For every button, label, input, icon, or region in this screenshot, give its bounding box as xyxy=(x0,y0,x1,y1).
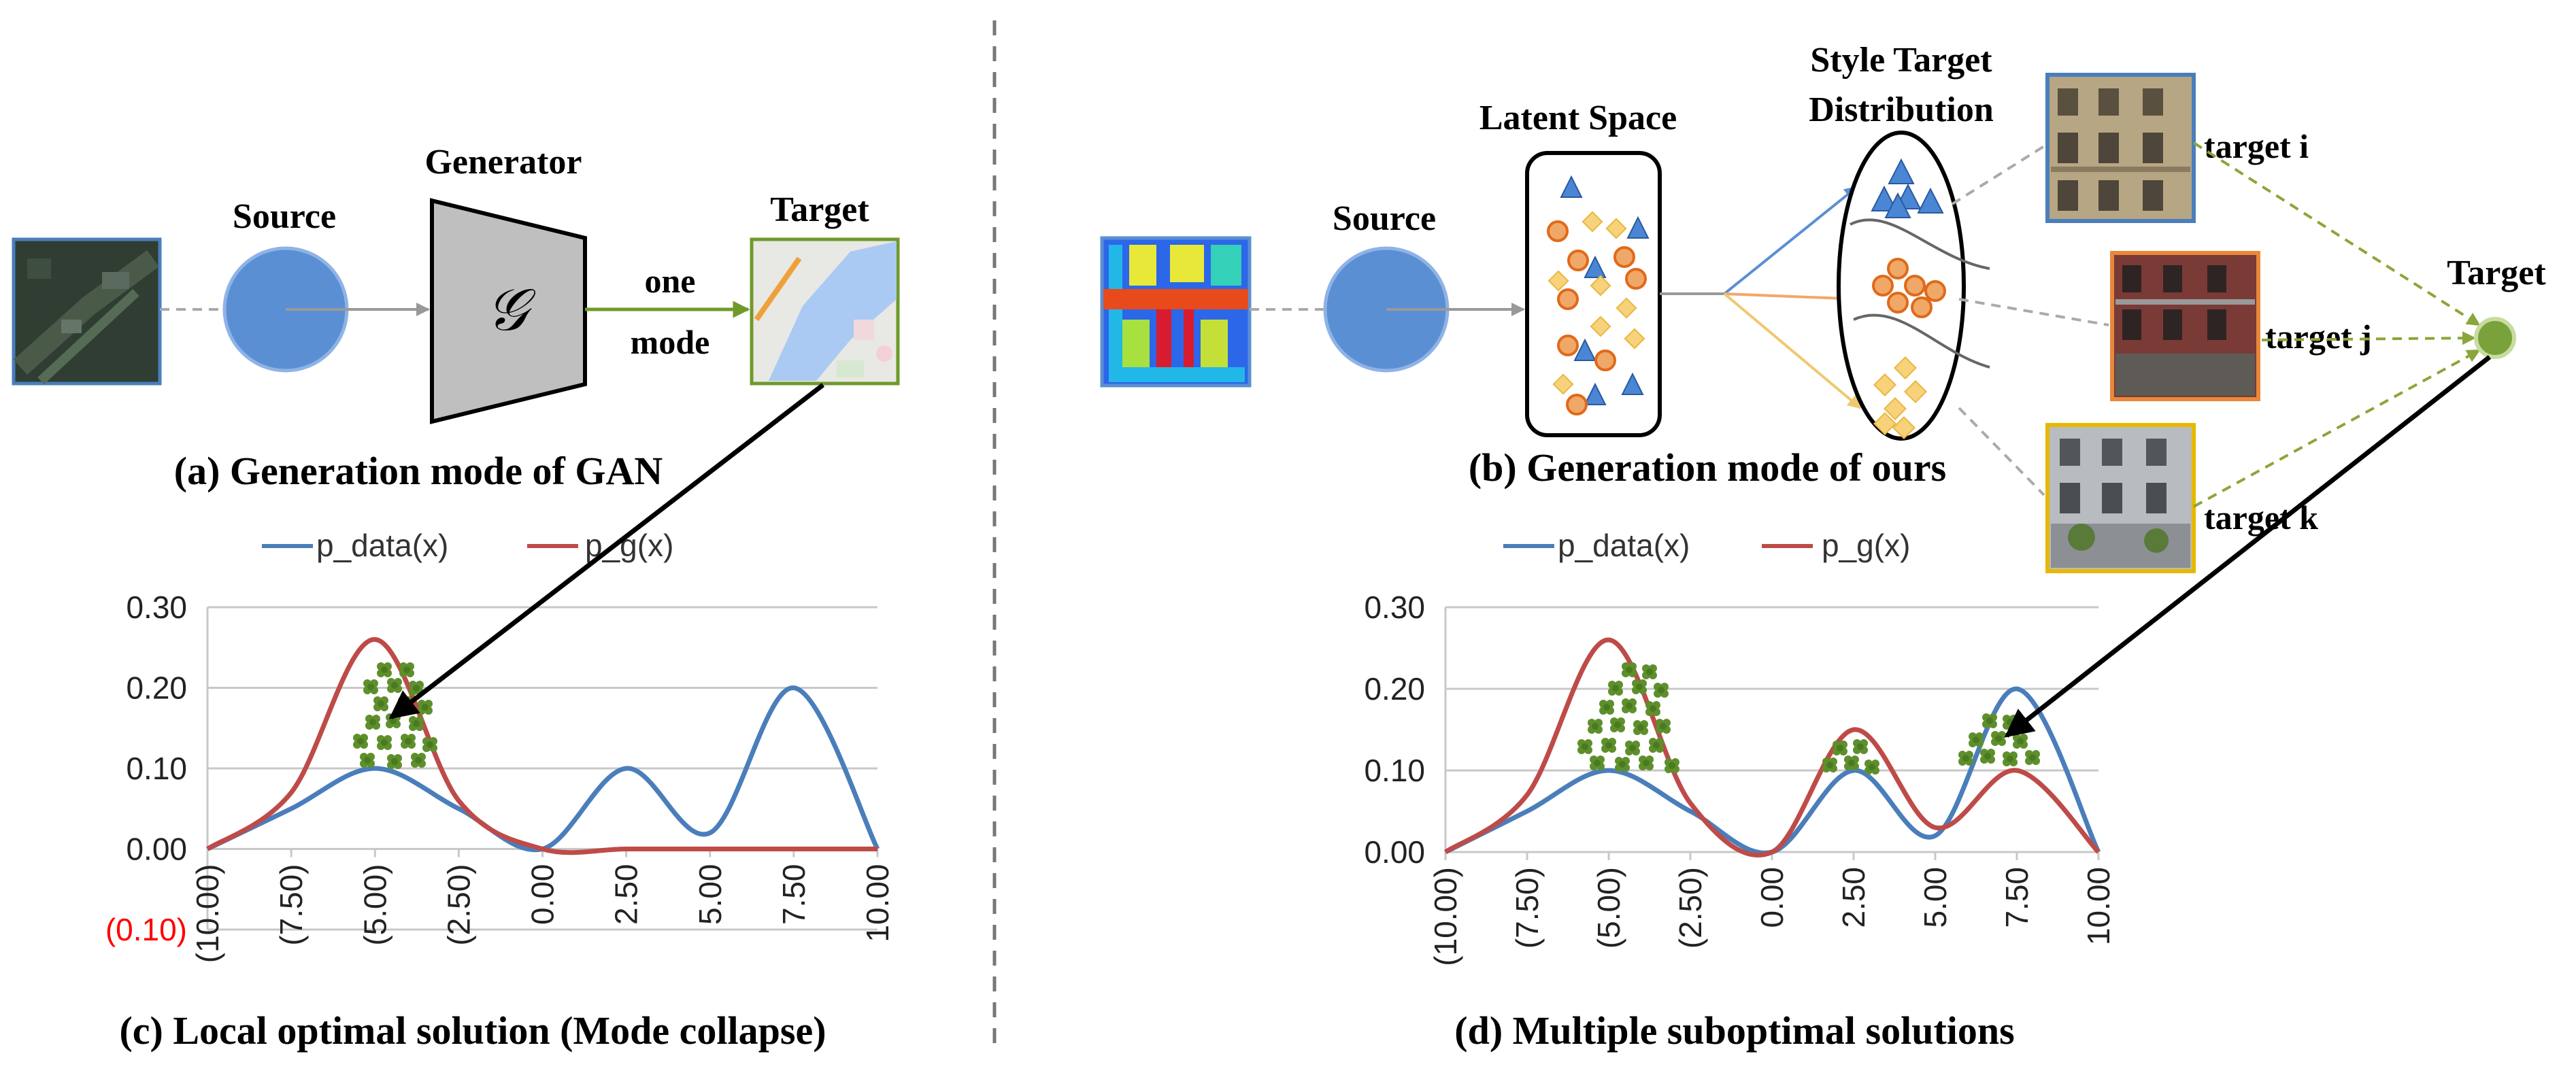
target-to-mode-arrow xyxy=(2004,355,2492,738)
triangle-marker xyxy=(1560,175,1583,198)
building-photo-i xyxy=(2045,73,2196,223)
circle-marker xyxy=(1547,220,1569,242)
y-ticks-c: 0.30 0.20 0.10 0.00 (0.10) xyxy=(105,590,187,947)
x-ticks-c: (10.00) (7.50) (5.00) (2.50) 0.00 2.50 5.00 7.5… xyxy=(190,864,895,964)
building-photo-k xyxy=(2045,423,2196,573)
x-tick-label: 10.00 xyxy=(860,864,895,942)
x-tick-label: (10.00) xyxy=(190,864,225,964)
y-tick-label: 0.20 xyxy=(126,670,187,706)
x-tick-label: 7.50 xyxy=(776,864,812,925)
legend-c: p_data(x) p_g(x) xyxy=(262,528,673,563)
panel-a: Source Generator 𝒢 one mode Target (a) G… xyxy=(12,143,900,493)
legend-d: p_data(x) p_g(x) xyxy=(1503,528,1910,563)
series-d xyxy=(1443,637,2101,857)
green-arrow-i xyxy=(2192,141,2481,326)
target-i-label: target i xyxy=(2204,127,2309,165)
generator-label: Generator xyxy=(424,143,582,182)
caption-a: (a) Generation mode of GAN xyxy=(174,449,663,493)
series-line-p-data xyxy=(206,685,880,853)
legend-label-p-g-d: p_g(x) xyxy=(1822,528,1910,563)
x-tick-label: (7.50) xyxy=(273,864,309,946)
caption-d: (d) Multiple suboptimal solutions xyxy=(1454,1008,2014,1053)
clover-cluster-d1 xyxy=(1577,662,1679,773)
x-tick-label: (5.00) xyxy=(1591,867,1626,949)
generator-trapezoid xyxy=(430,198,587,424)
x-tick-label: 5.00 xyxy=(1918,867,1953,928)
y-ticks-d: 0.30 0.20 0.10 0.00 xyxy=(1364,590,1425,870)
target-label: Target xyxy=(770,190,869,229)
latent-label: Latent Space xyxy=(1479,99,1677,137)
series-line-p-g xyxy=(206,636,877,855)
y-tick-label: 0.10 xyxy=(126,751,187,786)
green-arrow-j xyxy=(2261,331,2476,345)
map-thumbnail xyxy=(750,237,900,386)
building-photo-j xyxy=(2110,251,2260,401)
edge-label-one: one xyxy=(645,262,696,300)
series-line-p-data xyxy=(1444,686,2101,855)
x-ticks-d: (10.00) (7.50) (5.00) (2.50) 0.00 2.50 5.00 7.5… xyxy=(1428,867,2116,966)
panel-b: Source Latent Space xyxy=(1100,41,2546,573)
legend-label-p-data: p_data(x) xyxy=(316,528,448,563)
style-label-line2: Distribution xyxy=(1809,90,1994,129)
chart-d: p_data(x) p_g(x) 0.30 0.20 0.10 0.00 (10.00… xyxy=(1364,528,2116,1053)
source-label-b: Source xyxy=(1333,199,1436,238)
legend-label-p-data-d: p_data(x) xyxy=(1558,528,1690,563)
x-tick-label: (10.00) xyxy=(1428,867,1463,966)
x-tick-label: 7.50 xyxy=(1999,867,2035,928)
x-tick-label: (2.50) xyxy=(441,864,476,946)
x-tick-label: 2.50 xyxy=(1836,867,1871,928)
connector-target-j xyxy=(1958,298,2109,326)
x-tick-label: (5.00) xyxy=(357,864,392,946)
map-to-mode-arrow xyxy=(388,383,825,719)
caption-c: (c) Local optimal solution (Mode collaps… xyxy=(119,1008,826,1053)
series-c xyxy=(206,636,880,855)
source-label: Source xyxy=(233,197,336,236)
fan-arrow-yellow xyxy=(1723,292,1862,409)
x-tick-label: 5.00 xyxy=(692,864,728,925)
edge-label-mode: mode xyxy=(631,323,710,361)
series-line-p-g xyxy=(1443,637,2101,857)
satellite-thumbnail xyxy=(12,237,162,386)
connector-target-i xyxy=(1951,145,2045,205)
target-j-label: target j xyxy=(2265,318,2372,356)
y-tick-label: 0.00 xyxy=(126,832,187,867)
style-label-line1: Style Target xyxy=(1810,41,1992,80)
x-tick-label: (2.50) xyxy=(1673,867,1708,949)
circle-cluster xyxy=(1872,258,1946,318)
target-label-b: Target xyxy=(2447,254,2546,292)
caption-b: (b) Generation mode of ours xyxy=(1469,445,1946,490)
y-tick-label: 0.10 xyxy=(1364,753,1425,788)
x-tick-label: (7.50) xyxy=(1509,867,1545,949)
y-tick-label: 0.20 xyxy=(1364,671,1425,707)
y-tick-label: (0.10) xyxy=(105,912,187,947)
fan-arrow-blue xyxy=(1723,186,1858,295)
separator-curve-2 xyxy=(1853,313,1990,369)
connector-target-k xyxy=(1958,407,2045,496)
diamond-marker xyxy=(1582,211,1603,233)
chart-c: p_data(x) p_g(x) 0.300.200.100.00(0.10) … xyxy=(105,528,895,1053)
x-tick-label: 2.50 xyxy=(609,864,644,925)
diamond-cluster xyxy=(1873,356,1927,439)
green-arrow-k xyxy=(2193,349,2481,508)
y-tick-label: 0.30 xyxy=(126,590,187,625)
separator-curve-1 xyxy=(1850,218,1990,270)
x-tick-label: 10.00 xyxy=(2081,867,2116,945)
target-dot xyxy=(2474,317,2516,359)
x-tick-label: 0.00 xyxy=(1754,867,1790,928)
triangle-cluster xyxy=(1871,158,1944,218)
y-tick-label: 0.30 xyxy=(1364,590,1425,625)
x-tick-label: 0.00 xyxy=(525,864,561,925)
segmentation-thumbnail xyxy=(1100,236,1252,388)
y-tick-label: 0.00 xyxy=(1364,834,1425,870)
latent-markers xyxy=(1547,175,1650,415)
